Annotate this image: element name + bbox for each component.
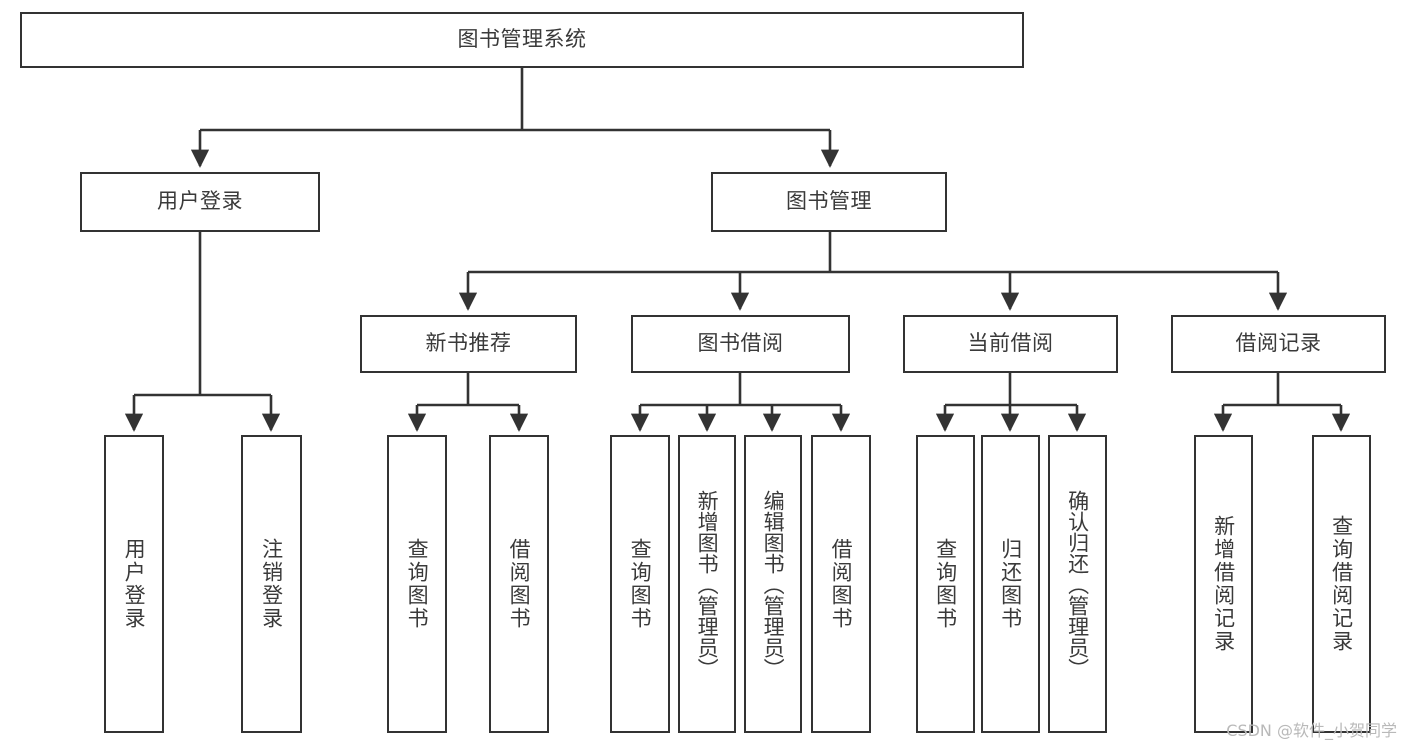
leaf-label: 借阅图书 <box>829 538 854 630</box>
leaf-label: 注销登录 <box>259 538 284 630</box>
node-book-management[interactable]: 图书管理 <box>711 172 947 232</box>
leaf-label: 新增借阅记录 <box>1211 515 1236 653</box>
node-borrow-records-label: 借阅记录 <box>1235 331 1322 356</box>
leaf-borrow-borrow-book[interactable]: 借阅图书 <box>811 435 871 733</box>
node-user-login-label: 用户登录 <box>157 189 243 214</box>
leaf-label: 借阅图书 <box>507 538 532 630</box>
leaf-borrow-query-book[interactable]: 查询图书 <box>610 435 670 733</box>
leaf-label: 确认归还（管理员） <box>1065 489 1090 679</box>
leaf-label: 查询借阅记录 <box>1329 515 1354 653</box>
leaf-label: 新增图书（管理员） <box>695 489 720 679</box>
node-book-borrow-label: 图书借阅 <box>697 331 784 356</box>
leaf-new-book-query[interactable]: 查询图书 <box>387 435 447 733</box>
leaf-records-add-record[interactable]: 新增借阅记录 <box>1194 435 1253 733</box>
node-current-borrow[interactable]: 当前借阅 <box>903 315 1118 373</box>
leaf-label: 用户登录 <box>122 538 147 630</box>
leaf-label: 归还图书 <box>998 538 1023 630</box>
leaf-label: 查询图书 <box>405 538 430 630</box>
leaf-current-confirm-return[interactable]: 确认归还（管理员） <box>1048 435 1107 733</box>
leaf-user-login-login[interactable]: 用户登录 <box>104 435 164 733</box>
leaf-new-book-borrow[interactable]: 借阅图书 <box>489 435 549 733</box>
leaf-current-query-book[interactable]: 查询图书 <box>916 435 975 733</box>
node-borrow-records[interactable]: 借阅记录 <box>1171 315 1386 373</box>
leaf-borrow-add-book[interactable]: 新增图书（管理员） <box>678 435 736 733</box>
leaf-user-login-logout[interactable]: 注销登录 <box>241 435 302 733</box>
leaf-records-query-record[interactable]: 查询借阅记录 <box>1312 435 1371 733</box>
node-root[interactable]: 图书管理系统 <box>20 12 1024 68</box>
node-new-book-recommend-label: 新书推荐 <box>425 331 512 356</box>
node-current-borrow-label: 当前借阅 <box>967 331 1054 356</box>
node-root-label: 图书管理系统 <box>457 27 587 52</box>
node-new-book-recommend[interactable]: 新书推荐 <box>360 315 577 373</box>
leaf-current-return-book[interactable]: 归还图书 <box>981 435 1040 733</box>
leaf-label: 编辑图书（管理员） <box>761 489 786 679</box>
node-user-login[interactable]: 用户登录 <box>80 172 320 232</box>
leaf-borrow-edit-book[interactable]: 编辑图书（管理员） <box>744 435 802 733</box>
node-book-management-label: 图书管理 <box>786 189 872 214</box>
leaf-label: 查询图书 <box>628 538 653 630</box>
node-book-borrow[interactable]: 图书借阅 <box>631 315 850 373</box>
leaf-label: 查询图书 <box>933 538 958 630</box>
